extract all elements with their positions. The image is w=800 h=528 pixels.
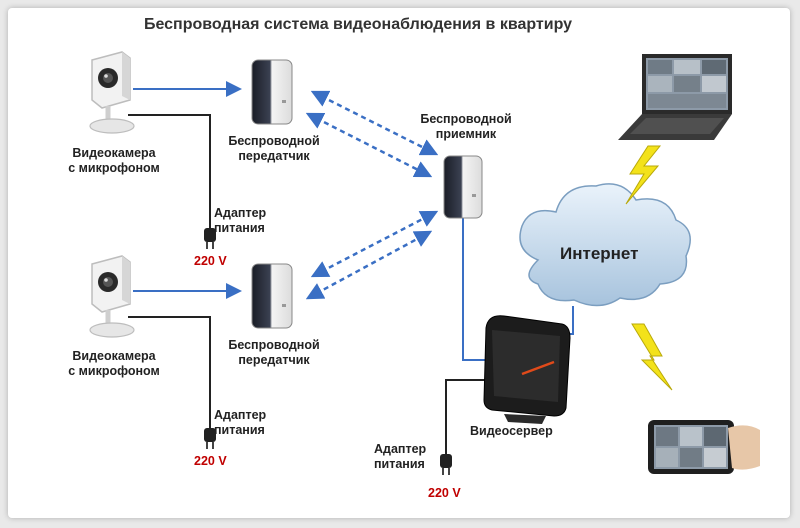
camera1-label: Видеокамера с микрофоном (54, 146, 174, 176)
server-adapter-label: Адаптер питания (374, 442, 444, 472)
tablet-icon (648, 420, 760, 474)
server-adapter-label-line1: Адаптер (374, 442, 427, 456)
camera1-label-line1: Видеокамера (72, 146, 156, 160)
transmitter1-label-line1: Беспроводной (228, 134, 320, 148)
cloud-icon (519, 183, 691, 307)
transmitter-icon (251, 263, 293, 329)
server-adapter-label-line2: питания (374, 457, 425, 471)
receiver-icon (443, 155, 483, 219)
diagram-title: Беспроводная система видеонаблюдения в к… (143, 16, 573, 33)
wireless-link-top (305, 90, 439, 178)
wireless-link-bottom (305, 210, 439, 300)
adapter1-voltage: 220 V (194, 254, 227, 268)
lightning-icon (625, 145, 662, 205)
camera2-label: Видеокамера с микрофоном (54, 349, 174, 379)
receiver-label-line2: приемник (435, 127, 497, 141)
adapter2-label: Адаптер питания (214, 408, 284, 438)
internet-label: Интернет (560, 244, 639, 263)
diagram-frame: Беспроводная система видеонаблюдения в к… (8, 8, 790, 518)
lightning-icon (631, 323, 673, 391)
camera2-power-cord (128, 316, 211, 430)
server-icon (483, 315, 571, 424)
transmitter2-label-line2: передатчик (238, 353, 310, 367)
camera-icon (89, 255, 135, 338)
camera1-label-line2: с микрофоном (68, 161, 160, 175)
transmitter1-label: Беспроводной передатчик (222, 134, 326, 164)
plug-icon (204, 428, 216, 449)
server-power-cord (445, 379, 498, 456)
adapter1-label: Адаптер питания (214, 206, 284, 236)
adapter1-label-line1: Адаптер (214, 206, 267, 220)
transmitter1-label-line2: передатчик (238, 149, 310, 163)
transmitter2-label: Беспроводной передатчик (222, 338, 326, 368)
receiver-server-cable (462, 218, 486, 361)
network-diagram (89, 51, 760, 475)
receiver-label-line1: Беспроводной (420, 112, 512, 126)
adapter2-voltage: 220 V (194, 454, 227, 468)
camera2-label-line2: с микрофоном (68, 364, 160, 378)
adapter2-label-line2: питания (214, 423, 265, 437)
server-voltage: 220 V (428, 486, 461, 500)
transmitter-icon (251, 59, 293, 125)
adapter1-label-line2: питания (214, 221, 265, 235)
plug-icon (204, 228, 216, 249)
camera1-power-cord (128, 114, 211, 230)
adapter2-label-line1: Адаптер (214, 408, 267, 422)
camera2-label-line1: Видеокамера (72, 349, 156, 363)
receiver-label: Беспроводной приемник (414, 112, 518, 142)
transmitter2-label-line1: Беспроводной (228, 338, 320, 352)
plug-icon (440, 454, 452, 475)
server-label: Видеосервер (470, 424, 553, 438)
camera-icon (89, 51, 135, 134)
laptop-icon (618, 54, 732, 140)
